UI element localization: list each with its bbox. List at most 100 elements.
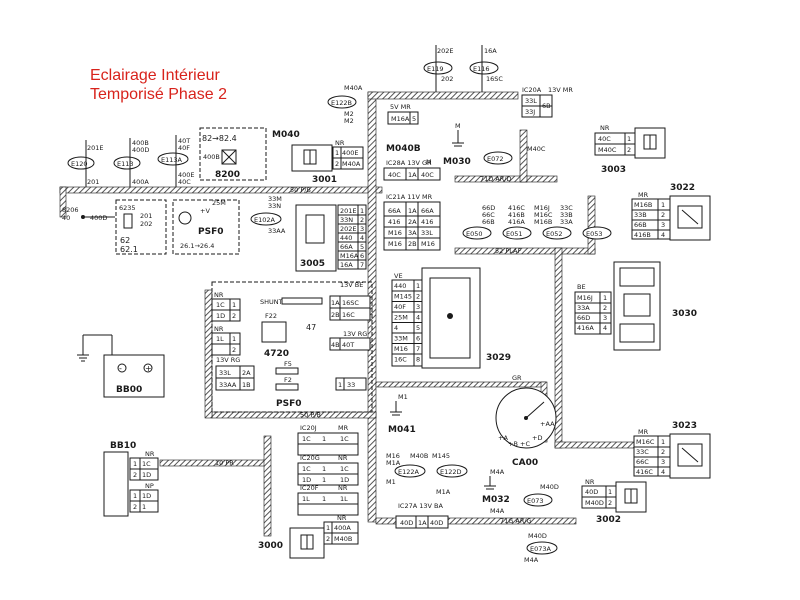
bus-label-10pr: 10 PR [215,459,234,467]
pin-wire-label: M16 [394,345,408,353]
plaf-wire-labels: 66D66C66B416C416B416AM16JM16CM16B33C33B3… [482,204,573,226]
svg-text:E102A: E102A [254,216,276,224]
pin-number: 2 [603,304,607,312]
svg-text:1C: 1C [142,460,151,468]
wire-m40c: M40C [527,145,546,153]
pin-number: 1 [661,201,665,209]
pin-number: 4 [661,468,665,476]
wire-16a-top: 16A [484,47,497,55]
svg-text:3002: 3002 [596,515,621,525]
svg-text:1D: 1D [142,492,151,500]
svg-text:40C: 40C [388,171,401,179]
pin-number: 4 [661,231,665,239]
pin-wire-label: M16J [577,294,593,302]
svg-text:1: 1 [142,503,146,511]
pin-number: 2B [408,240,417,248]
svg-text:1: 1 [133,492,137,500]
component-bb00-battery: - + BB00 [77,334,165,398]
pin-number: 1 [603,294,607,302]
wire-m2-a: M2 [344,110,354,118]
harness-50pb-top [59,186,383,194]
earth-e120: E120 [67,156,95,170]
pin-wire-label: M16A [340,252,359,260]
pin-wire-label: 33B [634,211,647,219]
pin-wire-label: 416B [634,231,651,239]
pin-number: 1 [360,207,364,215]
pin-wire-label: 1C [340,465,349,473]
svg-text:2: 2 [335,160,339,168]
svg-text:2: 2 [608,499,612,507]
svg-text:+AA: +AA [540,420,555,428]
wire-40f: 40F [178,144,190,152]
harness-psf-left [204,289,213,419]
svg-text:1L: 1L [216,335,224,343]
svg-text:3022: 3022 [670,183,695,193]
svg-text:25M: 25M [212,199,226,207]
pin-number: 7 [416,345,420,353]
svg-text:M40C: M40C [598,146,617,154]
pin-wire-label: 416A [577,324,594,332]
pin-number: 3 [416,303,420,311]
pin-number: 6 [416,335,420,343]
pin-wire-label: 33C [636,448,649,456]
harness-52plaf [454,247,596,255]
earth-e122a: E122A [394,464,426,478]
svg-text:E051: E051 [506,230,523,238]
harness-71d [454,175,558,183]
pin-number: 3 [661,458,665,466]
svg-text:IC27A 13V BA: IC27A 13V BA [398,502,443,510]
pin-wire-label: 33A [577,304,590,312]
svg-text:MR: MR [638,191,649,199]
svg-text:NP: NP [145,482,154,490]
component-3001: NR 1 400E 2 M40A 3001 [291,139,364,185]
harness-71g [375,517,577,525]
svg-text:E120: E120 [71,160,88,168]
svg-text:4720: 4720 [264,349,289,359]
label-m1a-2: M1A [436,488,451,496]
label-m032: M032 [482,495,510,505]
component-3023: 3023 MR [633,421,711,479]
svg-text:+D: +D [532,434,542,442]
svg-text:1D: 1D [142,471,151,479]
svg-text:1: 1 [627,135,631,143]
pin-number: 3 [661,221,665,229]
component-3003: NR 40C 1 M40C 2 3003 [594,124,666,175]
pin-wire-label: 66C [636,458,649,466]
svg-text:2B: 2B [331,311,340,319]
bus-label-71g: 71G AR/G [500,517,532,525]
pin-number: 1 [322,435,326,443]
component-3002: NR 40D 1 M40D 2 3002 [581,478,647,525]
ic20-color: MR [338,424,349,432]
svg-text:16C: 16C [342,311,355,319]
svg-text:M40A: M40A [342,160,361,168]
svg-text:E113A: E113A [161,156,183,164]
svg-text:E122A: E122A [398,468,420,476]
earth-e113: E113 [113,156,141,170]
wire-m2-b: M2 [344,117,354,125]
svg-text:F22: F22 [265,312,277,320]
svg-text:1A: 1A [331,299,340,307]
svg-text:IC21A 11V MR: IC21A 11V MR [386,193,433,201]
svg-text:NR: NR [585,478,595,486]
svg-text:BE: BE [577,283,586,291]
pin-number: 5 [416,324,420,332]
svg-text:1: 1 [608,488,612,496]
svg-text:NR: NR [600,124,610,132]
svg-text:E052: E052 [546,230,563,238]
ic20-color: NR [338,484,348,492]
component-6235: 6235 201 202 62 62.1 [115,199,167,255]
connection-node [81,215,85,219]
svg-text:2: 2 [627,146,631,154]
earth-e073: E073 [523,493,553,507]
harness-52plaf-riser [587,195,596,255]
bus-label-52plaf: 52 PLAF [495,247,521,255]
svg-text:IC28A 13V GR: IC28A 13V GR [386,159,432,167]
ic20-header: IC20G [300,454,320,462]
harness-left-drop [59,186,67,218]
svg-text:33: 33 [347,381,355,389]
earth-e122b: E122B [327,95,357,109]
label-m145: M145 [432,452,450,460]
svg-text:+A: +A [498,434,508,442]
